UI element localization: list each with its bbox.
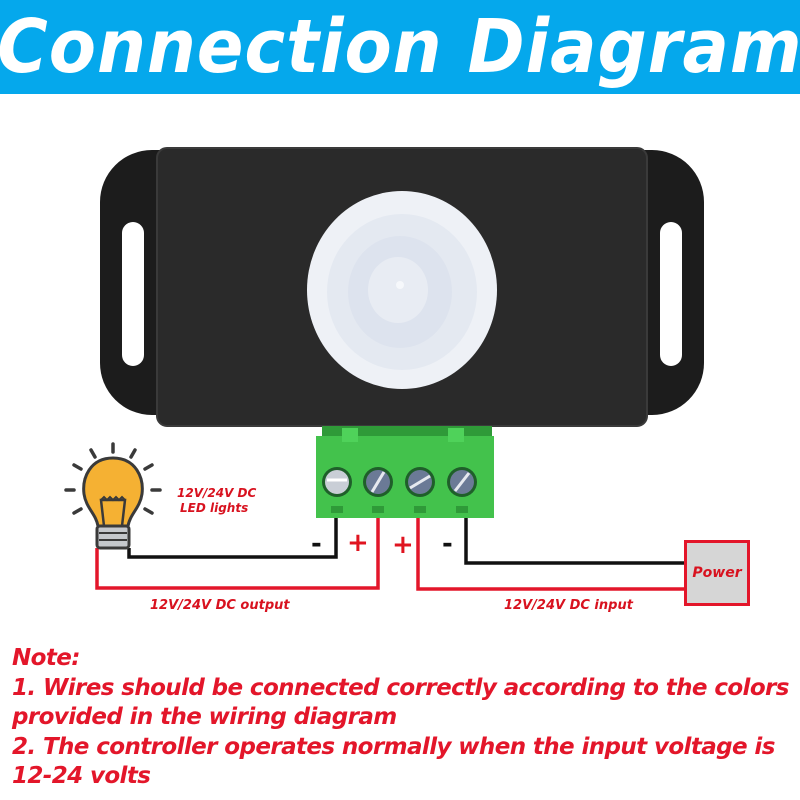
- output-negative-sign: -: [311, 529, 322, 559]
- terminal-block: [316, 426, 494, 518]
- right-mounting-slot: [660, 222, 682, 366]
- input-positive-wire: [416, 518, 686, 591]
- terminal-screw-3: [405, 467, 435, 497]
- terminal-screw-4: [447, 467, 477, 497]
- input-positive-sign: +: [392, 530, 414, 560]
- page-title: Connection Diagram: [0, 4, 800, 90]
- note-line-1: 1. Wires should be connected correctly a…: [12, 674, 789, 701]
- output-label: 12V/24V DC output: [150, 598, 290, 613]
- note-line-2: provided in the wiring diagram: [12, 704, 397, 730]
- terminal-screw-1: [322, 467, 352, 497]
- note-line-4: 12-24 volts: [12, 763, 151, 789]
- notes-title: Note:: [12, 645, 80, 671]
- pir-sensor-device: [100, 147, 704, 427]
- power-supply-box: Power: [684, 540, 750, 606]
- light-bulb-icon: [64, 442, 162, 550]
- wires: [95, 518, 686, 591]
- power-label: Power: [692, 565, 742, 581]
- output-negative-wire: [127, 518, 338, 559]
- header-banner: Connection Diagram: [0, 0, 800, 94]
- input-negative-wire: [464, 518, 686, 565]
- led-lights-label: 12V/24V DC LED lights: [177, 486, 257, 515]
- input-negative-sign: -: [442, 529, 453, 559]
- input-label: 12V/24V DC input: [504, 598, 633, 613]
- note-line-3: 2. The controller operates normally when…: [12, 733, 775, 760]
- terminal-screw-2: [363, 467, 393, 497]
- output-positive-sign: +: [347, 528, 369, 558]
- notes-section: Note: 1. Wires should be connected corre…: [12, 644, 797, 792]
- output-positive-wire: [95, 518, 380, 590]
- wiring-diagram: [64, 147, 704, 591]
- left-mounting-slot: [122, 222, 144, 366]
